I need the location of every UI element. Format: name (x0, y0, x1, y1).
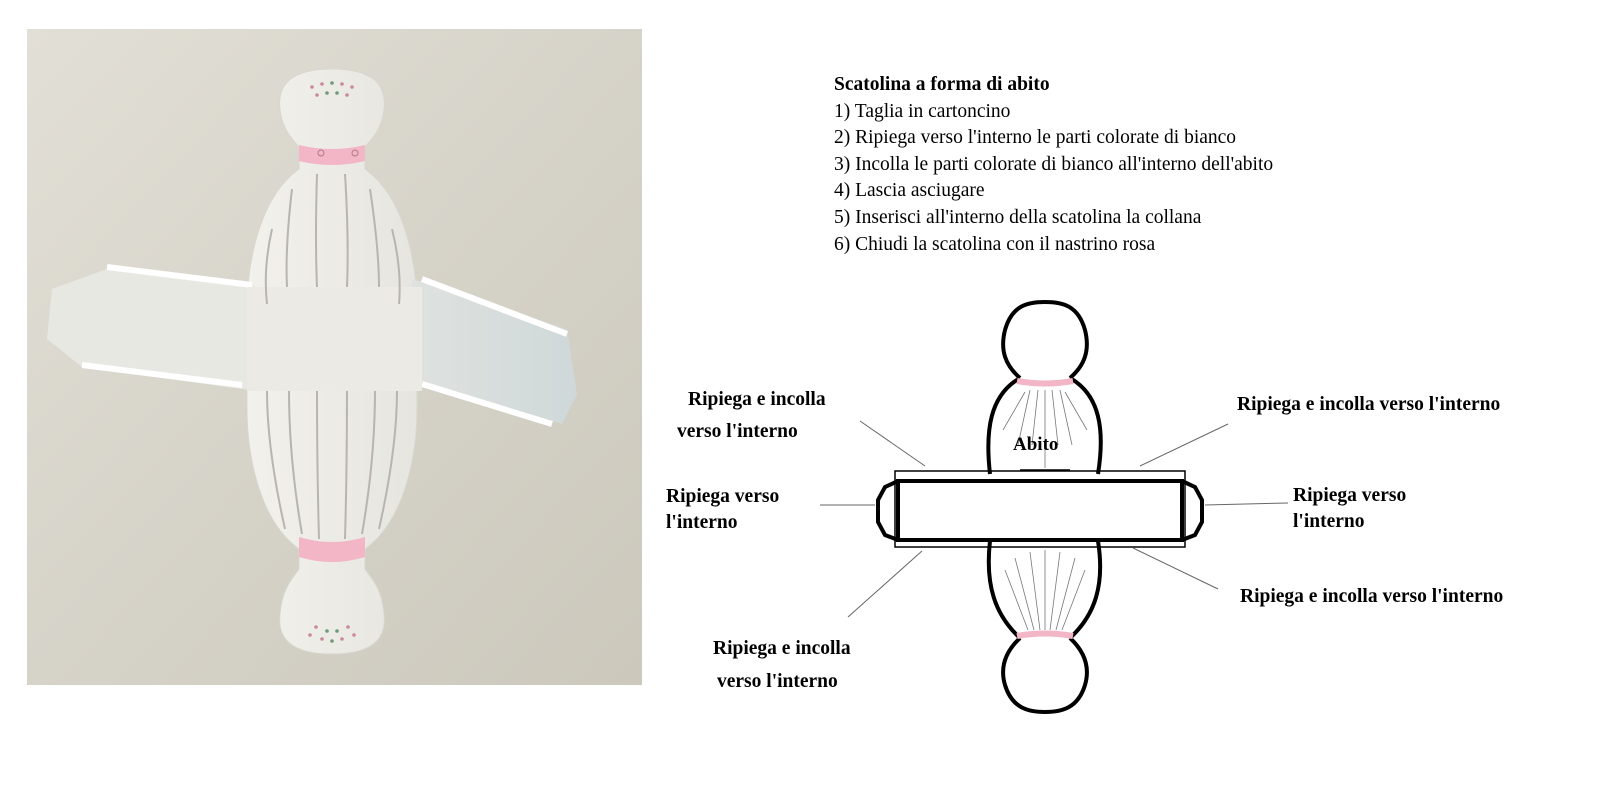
bottom-body-outline (986, 540, 1103, 640)
instruction-step-2: 2) Ripiega verso l'interno le parti colo… (834, 127, 1237, 149)
label-bottom-left: Ripiega e incolla verso l'interno (713, 638, 851, 692)
instruction-step-4: 4) Lascia asciugare (834, 180, 985, 202)
label-top-left: Ripiega e incolla verso l'interno (677, 389, 826, 442)
top-body-outline (986, 376, 1103, 475)
instruction-step-3: 3) Incolla le parti colorate di bianco a… (834, 153, 1274, 175)
instruction-step-5: 5) Inserisci all'interno della scatolina… (834, 206, 1202, 228)
instruction-step-6: 6) Chiudi la scatolina con il nastrino r… (834, 233, 1156, 255)
right-flap-outline (1181, 479, 1204, 542)
instruction-step-1: 1) Taglia in cartoncino (834, 100, 1011, 122)
leader-bottom-left (847, 550, 923, 618)
outer-band-rect (894, 470, 1186, 548)
label-bottom-right: Ripiega e incolla verso l'interno (1240, 586, 1504, 607)
dress-box-photo (27, 29, 642, 685)
leader-bottom-right (1132, 547, 1219, 590)
center-band-rect (896, 479, 1184, 542)
top-head-outline (1001, 299, 1089, 380)
label-top-right: Ripiega e incolla verso l'interno (1237, 394, 1501, 415)
center-label: Abito (1013, 434, 1058, 455)
leader-mid-right (1204, 502, 1289, 506)
label-mid-right: Ripiega verso l'interno (1293, 485, 1407, 532)
bottom-pink-ribbon (1016, 630, 1074, 639)
instructions-title: Scatolina a forma di abito (834, 74, 1050, 95)
label-mid-left: Ripiega verso l'interno (666, 486, 780, 533)
instructions: Scatolina a forma di abito 1) Taglia in … (834, 72, 1273, 258)
left-flap-outline (876, 479, 899, 542)
leader-top-right (1139, 423, 1229, 467)
leader-top-left (859, 420, 926, 467)
top-pink-ribbon (1016, 378, 1074, 387)
bottom-head-outline (1001, 636, 1089, 715)
